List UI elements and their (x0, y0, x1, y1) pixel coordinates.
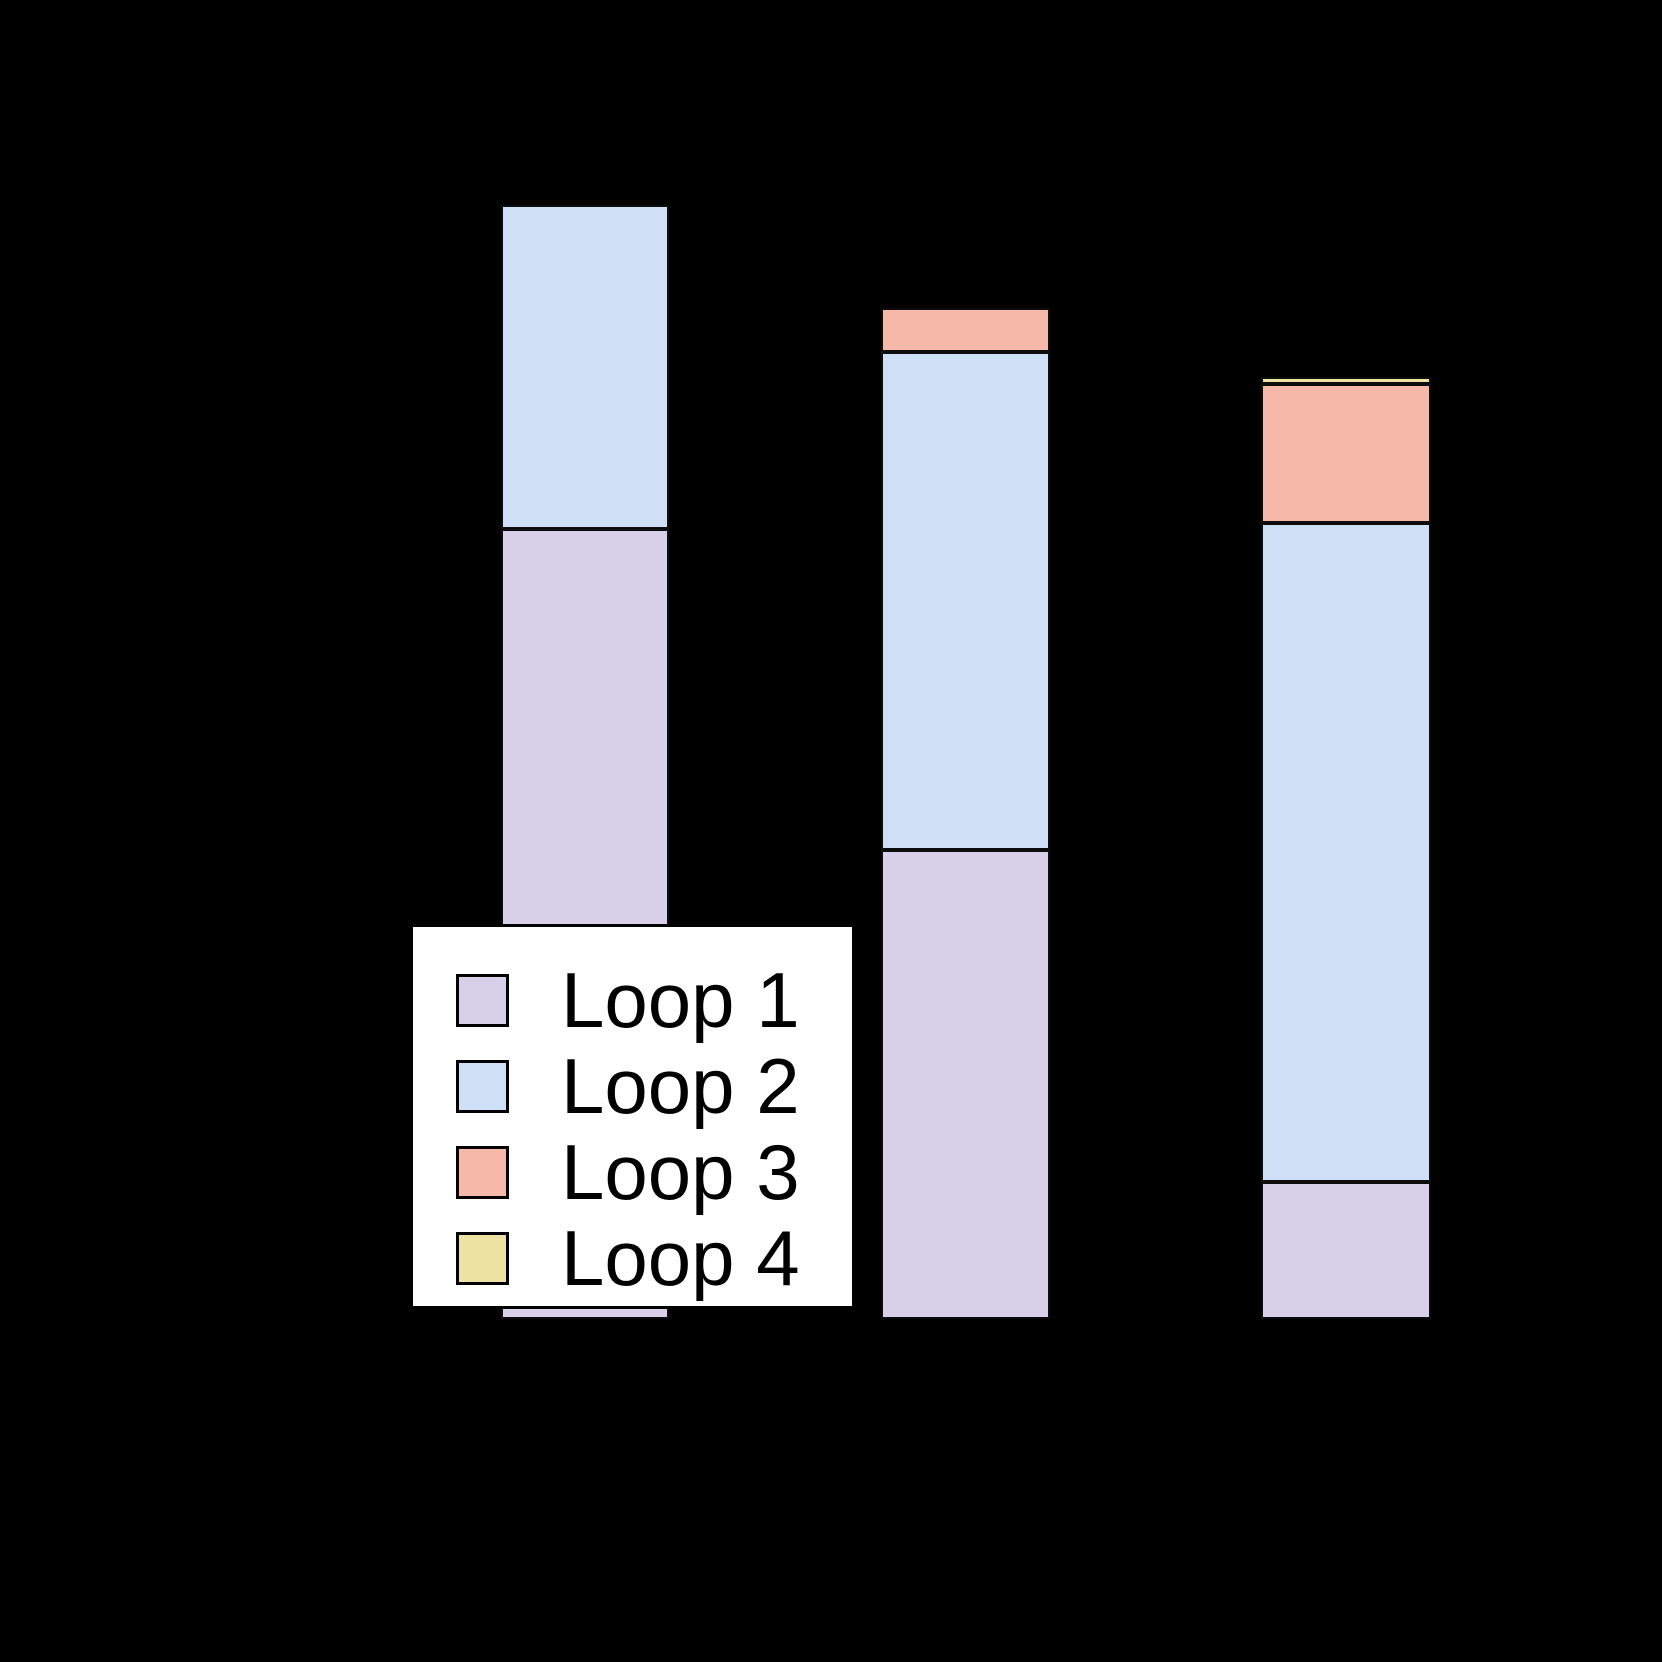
legend-row-loop-1: Loop 1 (456, 957, 852, 1043)
legend-label-loop-3: Loop 3 (561, 1128, 800, 1216)
legend-swatch-loop-1 (456, 973, 509, 1027)
legend-label-loop-1: Loop 1 (561, 956, 800, 1044)
stacked-bar-3 (1261, 377, 1431, 1319)
legend-swatch-loop-3 (456, 1145, 509, 1199)
bar-3-segment-loop-4 (1261, 377, 1431, 384)
bar-2-segment-loop-1 (881, 850, 1050, 1319)
bar-3-segment-loop-2 (1261, 523, 1431, 1182)
bar-2-segment-loop-2 (881, 352, 1050, 850)
bar-1-segment-loop-2 (501, 205, 669, 529)
legend-swatch-loop-4 (456, 1231, 509, 1285)
legend-swatch-loop-2 (456, 1059, 509, 1113)
bar-3-segment-loop-1 (1261, 1182, 1431, 1319)
legend-row-loop-2: Loop 2 (456, 1043, 852, 1129)
bar-3-segment-loop-3 (1261, 384, 1431, 523)
legend-row-loop-3: Loop 3 (456, 1129, 852, 1215)
legend-box: Loop 1 Loop 2 Loop 3 Loop 4 (410, 924, 855, 1309)
legend-label-loop-4: Loop 4 (561, 1214, 800, 1302)
legend-label-loop-2: Loop 2 (561, 1042, 800, 1130)
legend-row-loop-4: Loop 4 (456, 1215, 852, 1301)
bar-2-segment-loop-3 (881, 308, 1050, 352)
stacked-bar-2 (881, 308, 1050, 1319)
